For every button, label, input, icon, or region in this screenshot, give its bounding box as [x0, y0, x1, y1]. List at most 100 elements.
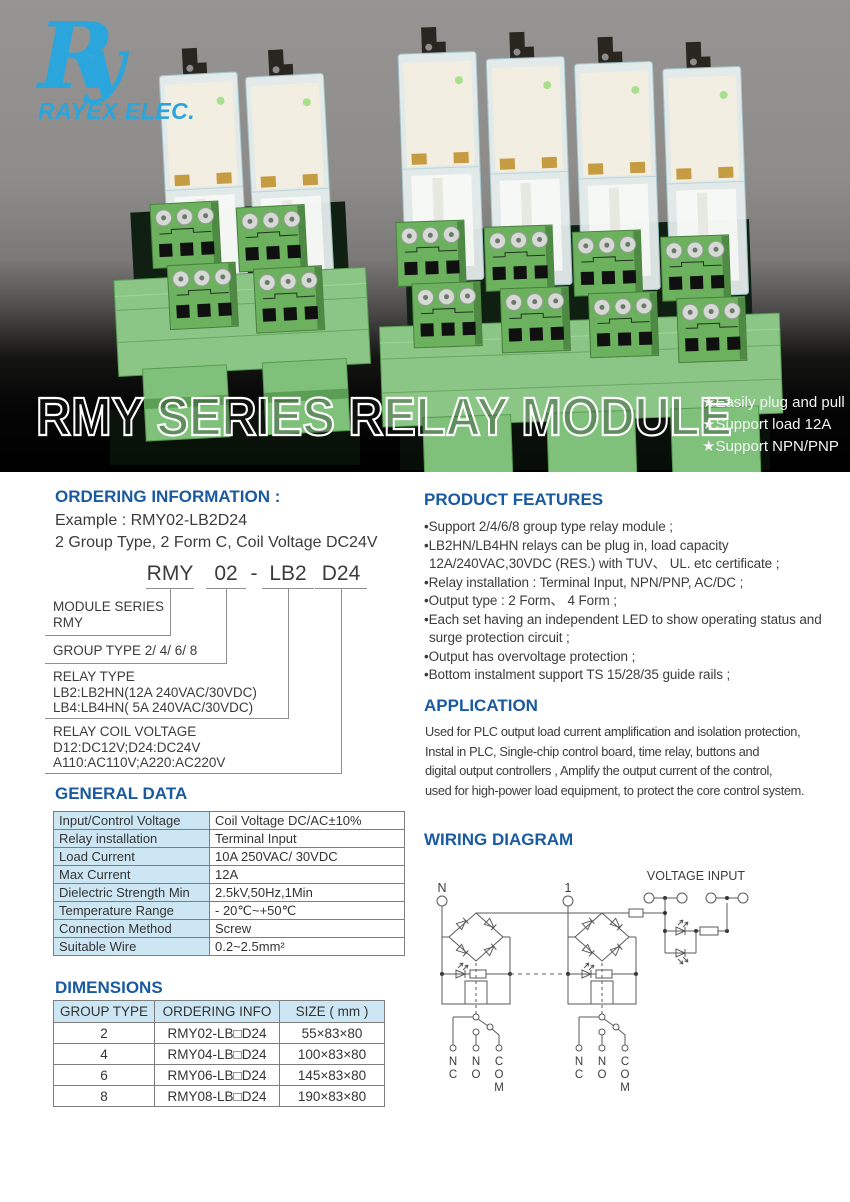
features-list: •Support 2/4/6/8 group type relay module…: [424, 518, 822, 685]
tree-connector: [170, 589, 171, 635]
feature-line: •LB2HN/LB4HN relays can be plug in, load…: [424, 537, 729, 553]
terminal-block: [587, 290, 660, 359]
relay-unit-2: 1 N C N: [562, 881, 638, 1094]
brand-name: RAYEX ELEC.: [38, 98, 196, 124]
tree-connector: [45, 718, 289, 719]
table-header-row: GROUP TYPE ORDERING INFO SIZE ( mm ): [53, 1000, 385, 1023]
tree-connector: [45, 773, 342, 774]
contact-label: N: [449, 1056, 457, 1068]
feature-line: •Output has overvoltage protection ;: [424, 648, 636, 664]
terminal-block: [252, 265, 326, 334]
feature-line: 12A/240VAC,30VDC (RES.) with TUV、 UL. et…: [429, 556, 780, 571]
label-group-type: GROUP TYPE 2/ 4/ 6/ 8: [53, 643, 198, 658]
terminal-block: [571, 229, 644, 297]
contact-label: C: [621, 1056, 629, 1068]
application-text: Used for PLC output load current amplifi…: [425, 722, 805, 800]
terminal-block: [235, 203, 308, 273]
voltage-input-label: VOLTAGE INPUT: [647, 869, 746, 883]
terminal-block: [149, 200, 222, 269]
terminal-block: [660, 234, 732, 302]
application-line: Instal in PLC, Single-chip control board…: [425, 743, 760, 759]
contact-label: O: [598, 1069, 607, 1081]
contact-label: C: [495, 1056, 503, 1068]
code-part-group: 02: [206, 562, 246, 589]
code-part-relaytype: LB2: [262, 562, 314, 589]
application-heading: APPLICATION: [424, 696, 538, 715]
label-relay-type: RELAY TYPE LB2:LB2HN(12A 240VAC/30VDC) L…: [53, 669, 257, 715]
code-part-series: RMY: [146, 562, 194, 589]
page-title: RMY SERIES RELAY MODULE: [35, 386, 733, 448]
relay-module-2group: [113, 45, 372, 442]
tree-connector: [288, 589, 289, 718]
terminal-block: [166, 261, 239, 331]
label-coil-voltage: RELAY COIL VOLTAGE D12:DC12V;D24:DC24V A…: [53, 724, 226, 770]
feature-line: •Bottom instalment support TS 15/28/35 g…: [424, 667, 731, 682]
hero-bullet: ★Support load 12A: [702, 416, 832, 433]
brand-logo-glyph: Ry: [38, 2, 126, 110]
product-photo: Ry RAYEX ELEC. RMY SERIES RELAY MODULE ★…: [0, 0, 850, 472]
relay-unit-1: N N C N: [436, 881, 512, 1094]
hero-bullet-list: ★Easily plug and pull ★Support load 12A …: [702, 392, 845, 458]
feature-line: •Output type : 2 Form、 4 Form ;: [424, 593, 617, 608]
terminal-block: [499, 285, 571, 354]
tree-connector: [226, 589, 227, 663]
feature-line: •Support 2/4/6/8 group type relay module…: [424, 519, 673, 534]
tree-connector: [45, 635, 171, 636]
application-line: Used for PLC output load current amplifi…: [425, 724, 801, 739]
terminal-n-label: N: [437, 881, 446, 895]
label-module-series: MODULE SERIES RMY: [53, 599, 165, 630]
wiring-diagram: N N C N: [436, 869, 749, 1094]
application-line: used for high-power load equipment, to p…: [425, 782, 805, 798]
feature-line: surge protection circuit ;: [429, 630, 570, 645]
ordering-example-line2: 2 Group Type, 2 Form C, Coil Voltage DC2…: [55, 534, 378, 551]
contact-label: N: [472, 1056, 480, 1068]
ordering-example-line1: Example : RMY02-LB2D24: [55, 512, 248, 529]
terminal-1-label: 1: [565, 881, 572, 895]
general-data-heading: GENERAL DATA: [55, 784, 188, 803]
contact-label: N: [575, 1056, 583, 1068]
code-part-voltage: D24: [315, 562, 367, 589]
ordering-heading: ORDERING INFORMATION :: [55, 487, 281, 506]
relay-module-4group: [379, 25, 784, 472]
voltage-input-section: VOLTAGE INPUT: [643, 869, 749, 965]
hero-bullet: ★Support NPN/PNP: [702, 438, 839, 455]
terminal-block: [483, 224, 555, 292]
contact-label: O: [472, 1069, 481, 1081]
brand-logo: Ry RAYEX ELEC.: [38, 10, 195, 125]
product-photo-illustration: [110, 25, 784, 472]
contact-label: C: [575, 1069, 583, 1081]
terminal-block: [411, 281, 483, 349]
hero-bullet: ★Easily plug and pull: [702, 394, 845, 411]
feature-line: •Relay installation : Terminal Input, NP…: [424, 574, 744, 590]
application-line: digital output controllers , Amplify the…: [425, 763, 773, 778]
terminal-block: [676, 295, 748, 364]
table-row: Temperature Range- 20℃~+50℃: [53, 901, 405, 920]
contact-label: M: [494, 1082, 504, 1094]
contact-label: O: [621, 1069, 630, 1081]
contact-label: M: [620, 1082, 630, 1094]
terminal-block: [395, 219, 467, 287]
contact-label: O: [495, 1069, 504, 1081]
contact-label: C: [449, 1069, 457, 1081]
feature-line: •Each set having an independent LED to s…: [424, 611, 822, 627]
tree-connector: [341, 589, 342, 773]
tree-connector: [45, 663, 227, 664]
wiring-heading: WIRING DIAGRAM: [424, 830, 574, 849]
contact-label: N: [598, 1056, 606, 1068]
dimensions-heading: DIMENSIONS: [55, 978, 163, 997]
features-heading: PRODUCT FEATURES: [424, 490, 604, 509]
